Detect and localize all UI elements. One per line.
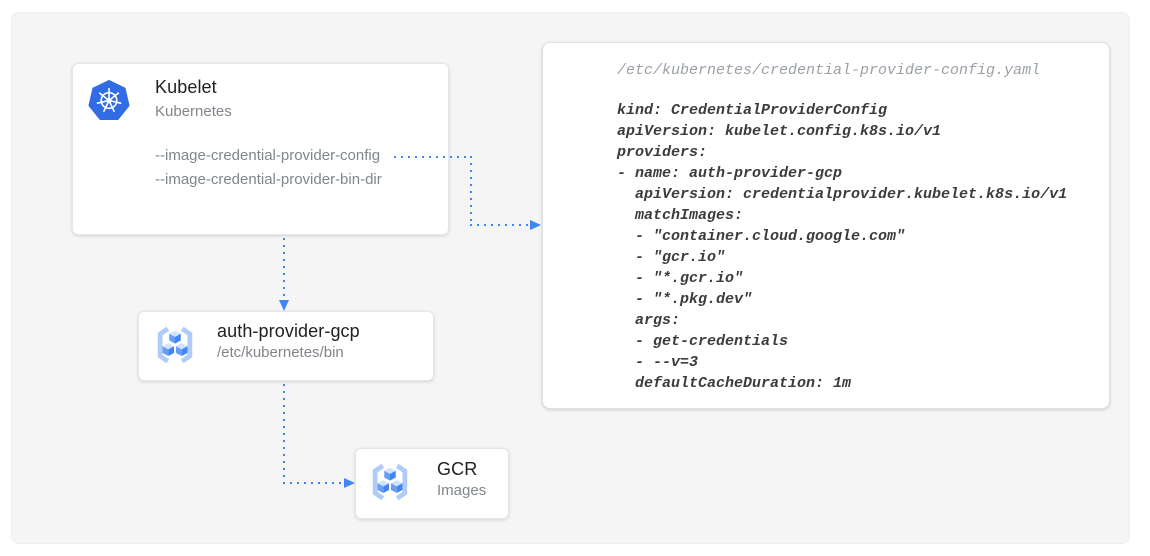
kubelet-subtitle: Kubernetes (155, 103, 232, 120)
code-line: kind: CredentialProviderConfig (617, 102, 888, 119)
config-file-path: /etc/kubernetes/credential-provider-conf… (617, 62, 1041, 79)
code-line: - get-credentials (617, 333, 789, 350)
code-line: providers: (617, 144, 708, 161)
node-gcr: GCR Images (355, 448, 509, 519)
gcr-icon (372, 463, 408, 501)
gcr-icon (157, 326, 193, 364)
code-line: - "gcr.io" (617, 249, 726, 266)
code-line: - name: auth-provider-gcp (617, 165, 843, 182)
code-line: - "*.gcr.io" (617, 270, 744, 287)
edge-kubelet-config-arrowhead-icon (530, 220, 541, 230)
edge-auth-gcr-arrowhead-icon (344, 478, 355, 488)
auth-provider-title: auth-provider-gcp (217, 321, 360, 341)
code-line: apiVersion: credentialprovider.kubelet.k… (617, 186, 1068, 203)
gcr-subtitle: Images (437, 482, 487, 499)
code-line: apiVersion: kubelet.config.k8s.io/v1 (617, 123, 942, 140)
config-file-panel: /etc/kubernetes/credential-provider-conf… (542, 42, 1110, 409)
edge-kubelet-config-v (470, 156, 472, 226)
kubelet-flag-bin-dir: --image-credential-provider-bin-dir (155, 171, 382, 188)
code-line: - "*.pkg.dev" (617, 291, 753, 308)
edge-auth-gcr-v (283, 384, 285, 482)
node-kubelet: Kubelet Kubernetes --image-credential-pr… (72, 63, 449, 235)
config-file-code: kind: CredentialProviderConfig apiVersio… (617, 100, 1067, 394)
gcr-title: GCR (437, 459, 478, 479)
edge-auth-gcr-h (283, 482, 344, 484)
edge-kubelet-auth-arrowhead-icon (279, 300, 289, 311)
code-line: matchImages: (617, 207, 744, 224)
code-line: - --v=3 (617, 354, 699, 371)
code-line: - "container.cloud.google.com" (617, 228, 906, 245)
node-auth-provider-gcp: auth-provider-gcp /etc/kubernetes/bin (138, 311, 434, 381)
edge-kubelet-config-h2 (470, 224, 531, 226)
auth-provider-subtitle: /etc/kubernetes/bin (217, 344, 344, 361)
edge-kubelet-auth-v (283, 238, 285, 300)
kubelet-flag-config: --image-credential-provider-config (155, 147, 381, 164)
kubelet-title: Kubelet (155, 77, 217, 97)
edge-kubelet-config-h1 (394, 156, 472, 158)
code-line: defaultCacheDuration: 1m (617, 375, 852, 392)
kubernetes-icon (88, 80, 130, 120)
code-line: args: (617, 312, 681, 329)
kubelet-flags: --image-credential-provider-config --ima… (155, 144, 382, 192)
